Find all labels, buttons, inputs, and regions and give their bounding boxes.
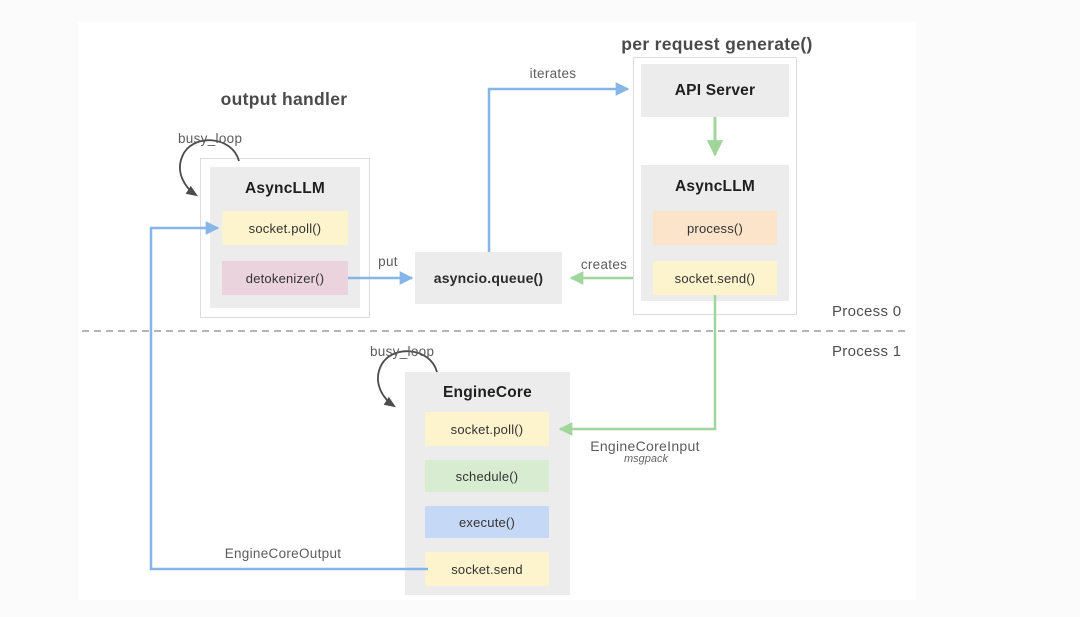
process-0-label: Process 0 [832,303,902,320]
api-server-title: API Server [674,81,756,99]
output-handler-heading: output handler [220,89,348,109]
socket-poll-chip-left: socket.poll() [222,211,348,245]
engine-core-title: EngineCore [443,384,532,401]
process-chip: process() [653,211,777,245]
iterates-label: iterates [529,66,577,81]
async-llm-left-node: AsyncLLM socket.poll() detokenizer() [210,167,360,308]
api-server-node: API Server [641,64,789,117]
async-llm-right-node: AsyncLLM process() socket.send() [641,165,789,301]
async-llm-left-title: AsyncLLM [245,180,325,197]
asyncio-queue-node: asyncio.queue() [415,252,562,304]
detokenizer-chip: detokenizer() [222,261,348,295]
put-label: put [378,254,398,269]
engine-core-input-label: EngineCoreInput [590,438,700,454]
process-1-label: Process 1 [832,343,902,360]
schedule-chip: schedule() [425,460,549,492]
msgpack-label: msgpack [623,453,669,465]
execute-chip: execute() [425,506,549,538]
socket-send-chip-engine: socket.send [425,552,549,586]
async-llm-right-title: AsyncLLM [675,178,755,195]
engine-core-output-label: EngineCoreOutput [224,546,342,561]
busy-loop-label-left: busy_loop [178,131,243,146]
socket-poll-chip-engine: socket.poll() [425,412,549,446]
engine-core-node: EngineCore socket.poll() schedule() exec… [405,372,570,595]
socket-send-chip-right: socket.send() [653,261,777,295]
creates-label: creates [580,257,628,272]
per-request-generate-heading: per request generate() [621,34,813,54]
busy-loop-label-bottom: busy_loop [370,344,435,359]
